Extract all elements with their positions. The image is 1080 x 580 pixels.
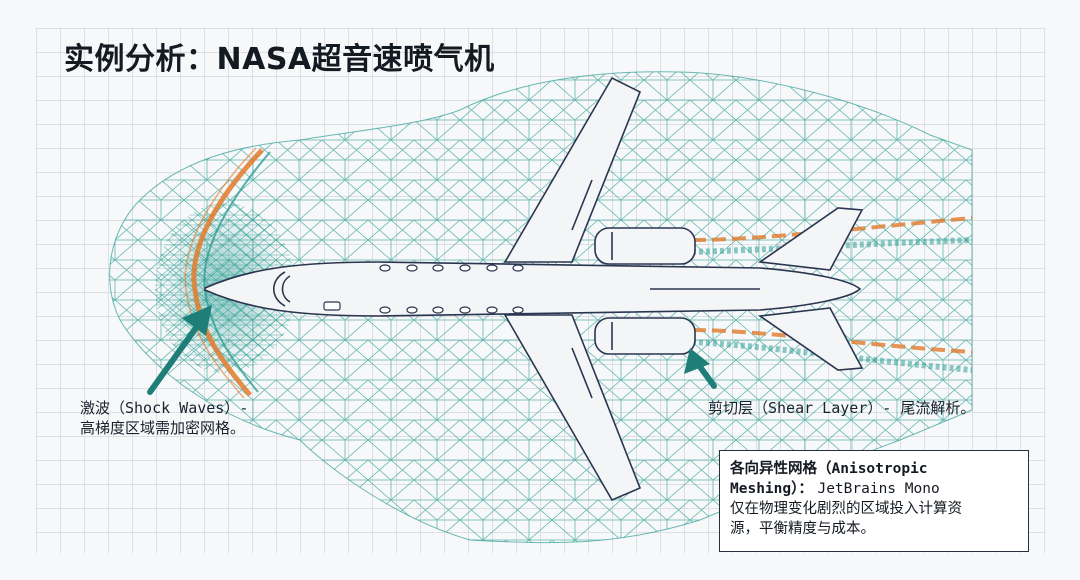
shear-arrow [684, 348, 717, 389]
callout-line1: 各向异性网格（Anisotropic [730, 461, 928, 477]
shock-wave-label: 激波（Shock Waves）- 高梯度区域需加密网格。 [80, 398, 340, 438]
shock-label-line1: 激波（Shock Waves）- [80, 399, 249, 417]
page-title: 实例分析：NASA超音速喷气机 [64, 42, 495, 77]
callout-line2b: JetBrains Mono [817, 481, 940, 497]
shock-arrow [147, 305, 212, 395]
callout-line4: 源，平衡精度与成本。 [730, 521, 875, 537]
mesh-boundary [109, 71, 973, 544]
callout-line2a: Meshing）： [730, 481, 813, 497]
shear-label-line1: 剪切层（Shear Layer）- 尾流解析。 [708, 399, 976, 417]
shock-label-line2: 高梯度区域需加密网格。 [80, 419, 246, 437]
aircraft-outline [204, 76, 864, 502]
anisotropic-meshing-callout: 各向异性网格（Anisotropic Meshing）： JetBrains M… [719, 450, 1029, 552]
callout-line3: 仅在物理变化剧烈的区域投入计算资 [730, 501, 962, 517]
shear-layer-label: 剪切层（Shear Layer）- 尾流解析。 [708, 398, 1038, 418]
